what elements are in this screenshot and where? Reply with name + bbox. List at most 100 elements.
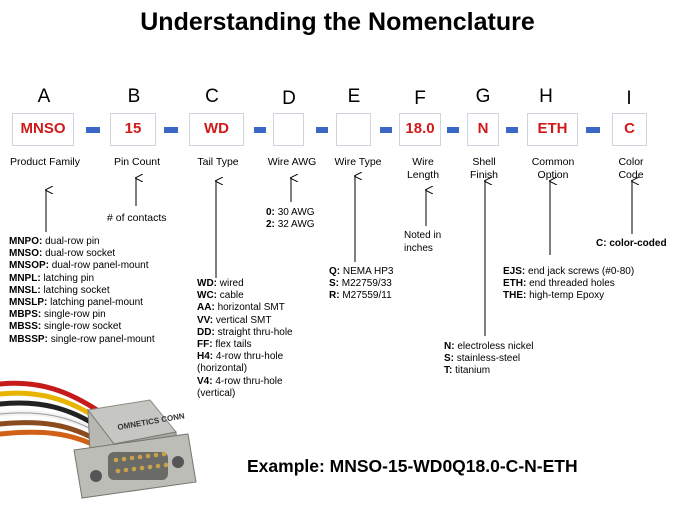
letter-d: D <box>282 88 296 109</box>
connector-image: OMNETICS CONN <box>0 380 197 499</box>
list-item-code: DD: <box>197 326 215 338</box>
list-item-text: electroless nickel <box>457 341 534 352</box>
list-item-text: 4-row thru-hole <box>215 351 284 363</box>
list-item-code: 0: <box>266 207 275 218</box>
list-item-text: (horizontal) <box>197 363 248 375</box>
list-item: DD: straight thru-hole <box>197 327 293 339</box>
list-item-code: MBSS: <box>9 321 42 333</box>
list-item-text: titanium <box>455 365 491 377</box>
list-item-text: end threaded holes <box>529 278 615 290</box>
list-item-text: 32 AWG <box>277 219 315 231</box>
list-item: H4: 4-row thru-hole <box>197 351 293 363</box>
list-item-text: 30 AWG <box>277 207 315 218</box>
list-item-code: MNPL: <box>9 272 41 284</box>
separator-dash <box>447 127 459 133</box>
list-item-text: (vertical) <box>197 387 236 399</box>
list-item: MBSS: single-row socket <box>9 321 155 333</box>
list-item-code: AA: <box>197 302 215 314</box>
separator-dash <box>164 127 178 133</box>
list-item-text: latching socket <box>43 284 110 296</box>
list-item-text: M27559/11 <box>342 290 392 302</box>
caption-common-option: Common Option <box>531 156 575 181</box>
letter-f: F <box>414 88 426 109</box>
list-item: (horizontal) <box>197 363 293 375</box>
list-item-code: MNPO: <box>9 236 43 247</box>
code-box-shell-finish: N <box>467 113 499 146</box>
list-item-text: vertical SMT <box>215 314 272 326</box>
list-item: MNPO: dual-row pin <box>9 236 155 248</box>
list-item-code: MNSOP: <box>9 260 49 272</box>
list-common-option: EJS: end jack screws (#0-80)ETH: end thr… <box>503 266 634 303</box>
list-item-code: VV: <box>197 314 214 326</box>
code-box-tail-type: WD <box>189 113 244 146</box>
list-item-code: V4: <box>197 375 213 387</box>
list-item-text: end jack screws (#0-80) <box>528 266 635 277</box>
list-item-code: WC: <box>197 290 217 302</box>
caption-wire-type: Wire Type <box>334 156 382 168</box>
caption-pin-count: Pin Count <box>113 156 161 168</box>
list-item-text: 4-row thru-hole <box>215 375 283 387</box>
separator-dash <box>86 127 100 133</box>
list-item-text: NEMA HP3 <box>342 266 394 277</box>
list-item-code: Q: <box>329 266 341 277</box>
list-item: T: titanium <box>444 365 534 377</box>
list-item-code: FF: <box>197 339 213 351</box>
separator-dash <box>586 127 600 133</box>
list-item-code: WD: <box>197 278 217 289</box>
list-item-code: S: <box>329 278 339 290</box>
list-item-code: MNSO: <box>9 248 43 260</box>
list-item: MNPL: latching pin <box>9 273 155 285</box>
list-item-text: single-row panel-mount <box>50 333 155 345</box>
list-item-code: MNSL: <box>9 284 41 296</box>
list-item-text: horizontal SMT <box>217 302 285 314</box>
separator-dash <box>506 127 518 133</box>
code-box-wire-length: 18.0 <box>399 113 441 146</box>
caption-product-family: Product Family <box>9 156 81 168</box>
separator-dash <box>380 127 392 133</box>
list-item-text: latching pin <box>43 272 95 284</box>
list-item-code: THE: <box>503 290 527 302</box>
list-item: VV: vertical SMT <box>197 315 293 327</box>
list-item: AA: horizontal SMT <box>197 302 293 314</box>
list-item: V4: 4-row thru-hole <box>197 376 293 388</box>
list-item-text: cable <box>219 290 244 302</box>
caption-wire-awg: Wire AWG <box>267 156 317 168</box>
list-item-text: single-row socket <box>44 321 122 333</box>
list-item-text: dual-row socket <box>45 248 116 260</box>
list-item: N: electroless nickel <box>444 341 534 353</box>
letter-i: I <box>626 88 632 109</box>
list-item: (vertical) <box>197 388 293 400</box>
note-color-code: C: color-coded <box>596 238 667 249</box>
code-box-color-code: C <box>612 113 647 146</box>
list-item-code: MBPS: <box>9 309 42 321</box>
list-item-text: M22759/33 <box>341 278 392 290</box>
list-item-code: EJS: <box>503 266 526 277</box>
code-box-common-option: ETH <box>527 113 578 146</box>
list-item-text: flex tails <box>215 339 252 351</box>
list-item: MBPS: single-row pin <box>9 309 155 321</box>
list-item: MNSO: dual-row socket <box>9 248 155 260</box>
list-item-text: straight thru-hole <box>217 326 293 338</box>
list-item-text: high-temp Epoxy <box>529 290 605 302</box>
list-item-code: 2: <box>266 219 275 231</box>
letter-g: G <box>475 86 491 107</box>
list-item-text: dual-row panel-mount <box>51 260 149 272</box>
caption-wire-length: Wire Length <box>406 156 440 181</box>
letter-b: B <box>127 86 141 107</box>
list-item: THE: high-temp Epoxy <box>503 290 634 302</box>
list-item: MNSLP: latching panel-mount <box>9 297 155 309</box>
code-box-product-family: MNSO <box>12 113 74 146</box>
example-part-number: Example: MNSO-15-WD0Q18.0-C-N-ETH <box>247 456 578 476</box>
list-item-code: MNSLP: <box>9 297 48 309</box>
list-item-code: H4: <box>197 351 214 363</box>
note-pin-count: # of contacts <box>107 212 167 224</box>
list-item-text: latching panel-mount <box>50 297 143 309</box>
list-item-text: stainless-steel <box>456 353 521 365</box>
list-item: R: M27559/11 <box>329 290 393 302</box>
list-item: MBSSP: single-row panel-mount <box>9 334 155 346</box>
list-item: 0: 30 AWG <box>266 207 315 219</box>
list-item-code: T: <box>444 365 453 377</box>
